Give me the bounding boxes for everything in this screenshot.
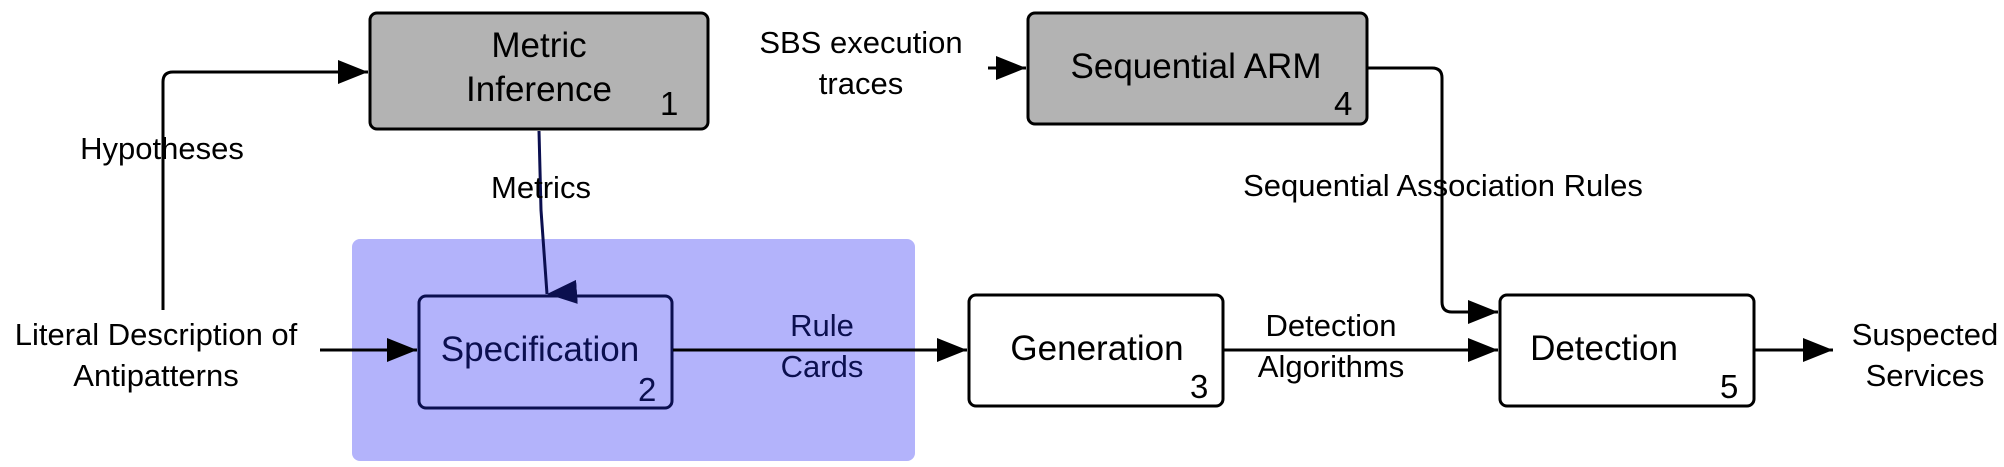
metric-inference-title-line2: Inference (466, 70, 612, 109)
sequential-arm-title: Sequential ARM (1070, 47, 1322, 86)
sbs-traces-line1: SBS execution (759, 25, 963, 60)
detection-algorithms-line1: Detection (1265, 308, 1397, 343)
detection-number: 5 (1720, 368, 1739, 405)
hypotheses-arrow (161, 60, 368, 310)
specification-box (417, 294, 674, 410)
sequential-rules-arrow (1368, 66, 1498, 324)
sequential-arm-number: 4 (1334, 85, 1353, 122)
metric-inference-title-line1: Metric (491, 26, 587, 65)
generation-title: Generation (1010, 329, 1184, 368)
literal-description-line2: Antipatterns (73, 358, 239, 393)
generation-box (967, 293, 1225, 408)
specification-title: Specification (440, 330, 640, 369)
detection-box (1498, 293, 1756, 408)
detection-algorithms-label: Detection Algorithms (1258, 305, 1404, 387)
generation-number: 3 (1190, 368, 1209, 405)
metric-inference-number: 1 (660, 85, 679, 122)
detection-algorithms-line2: Algorithms (1257, 349, 1405, 384)
suspected-services-label: Suspected Services (1852, 314, 1999, 396)
metrics-label: Metrics (491, 170, 591, 205)
suspected-services-line1: Suspected (1851, 317, 1999, 352)
suspected-services-line2: Services (1865, 358, 1985, 393)
metrics-arrow (537, 130, 578, 304)
metric-inference-title: Metric Inference (466, 24, 612, 112)
metric-inference-box (368, 11, 710, 131)
specification-number: 2 (638, 371, 657, 408)
detection-title: Detection (1530, 329, 1678, 368)
rule-cards-label: Rule Cards (781, 305, 864, 387)
sequential-association-rules-label: Sequential Association Rules (1243, 168, 1643, 203)
sequential-arm-box (1026, 11, 1369, 126)
rule-cards-line2: Cards (780, 349, 864, 384)
literal-description-line1: Literal Description of (14, 317, 298, 352)
sbs-traces-line2: traces (818, 66, 904, 101)
hypotheses-label: Hypotheses (80, 131, 244, 166)
rule-cards-line1: Rule (790, 308, 854, 343)
literal-description-label: Literal Description of Antipatterns (15, 314, 298, 396)
sbs-traces-label: SBS execution traces (759, 22, 962, 104)
